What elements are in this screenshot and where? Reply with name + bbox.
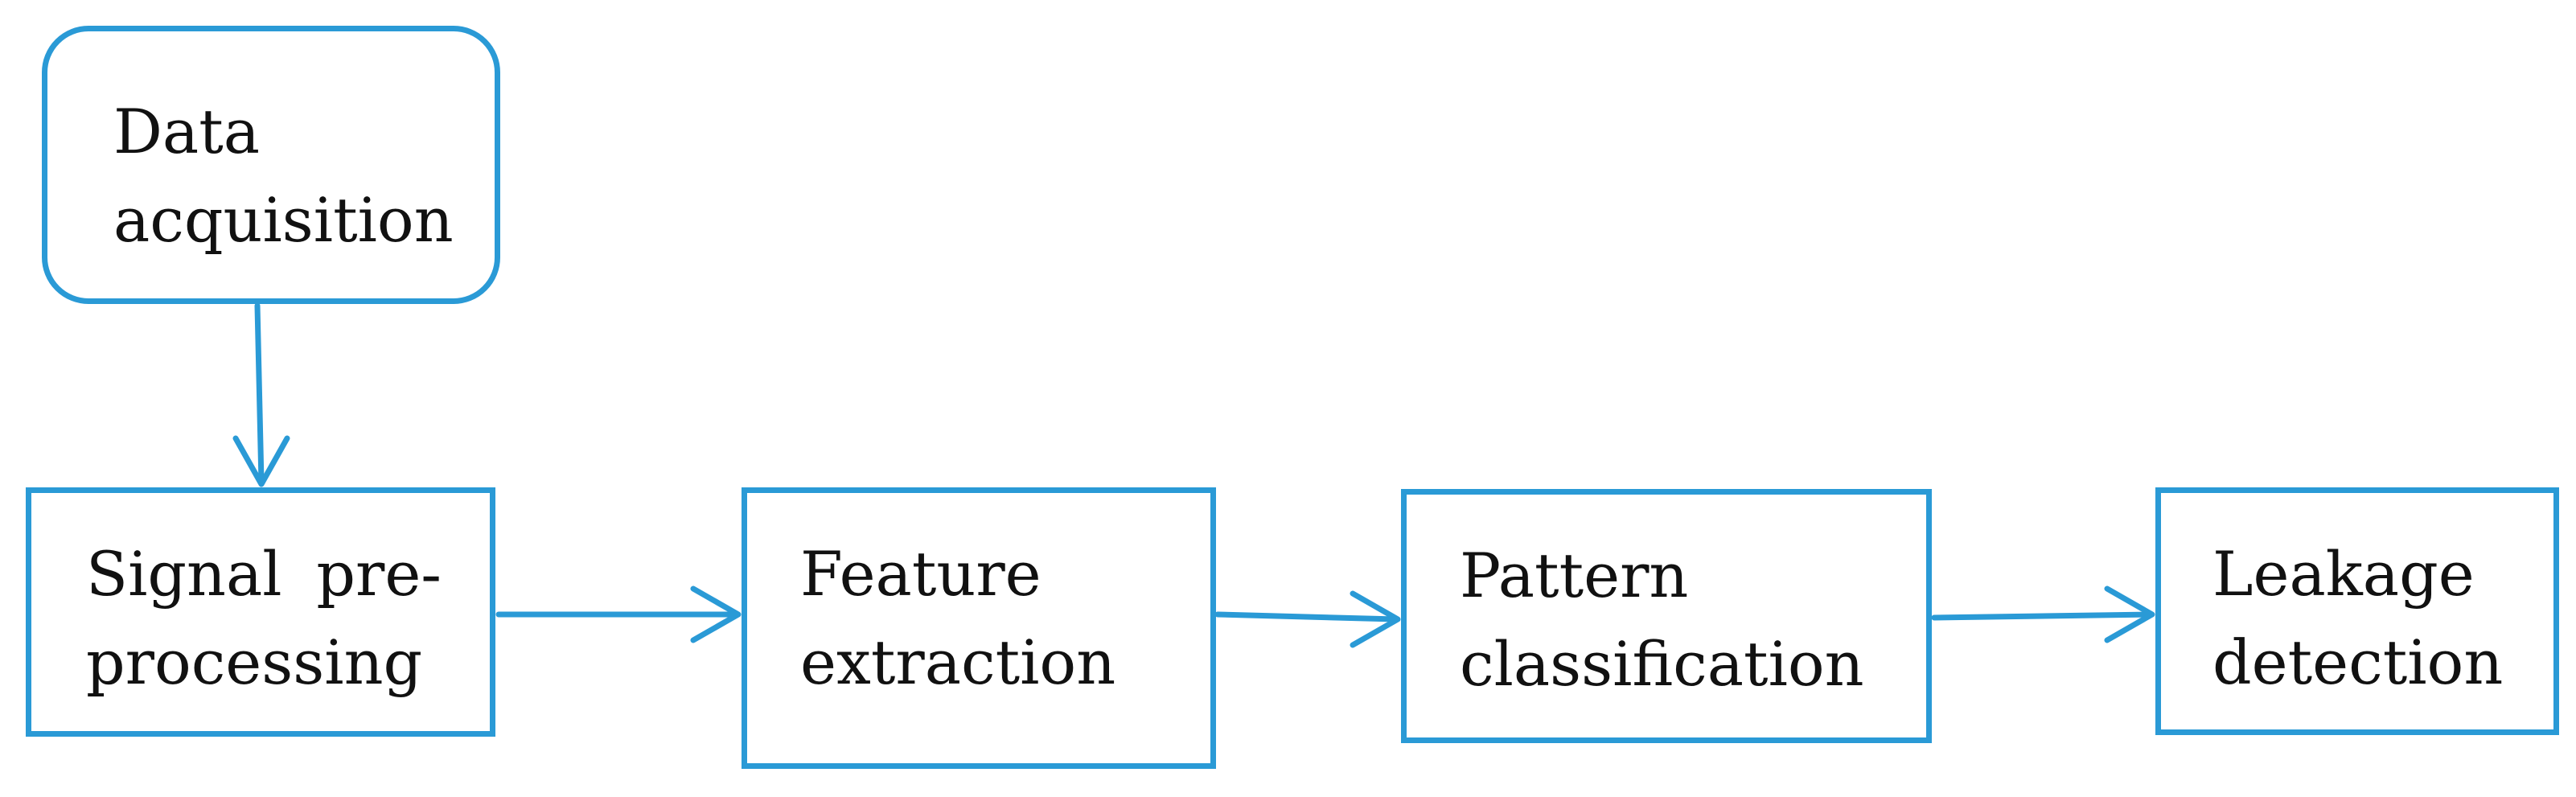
node-label-line: Leakage (2212, 538, 2475, 610)
node-label-line: detection (2212, 627, 2504, 698)
edge-signal-preprocessing-to-feature-extraction (495, 585, 742, 643)
node-label-line: processing (86, 627, 423, 698)
node-label-line: extraction (800, 627, 1116, 698)
node-data-acquisition: Data acquisition (42, 26, 500, 304)
node-feature-extraction: Feature extraction (742, 487, 1216, 769)
node-label-line: Data (113, 96, 261, 167)
node-label-line: Feature (800, 538, 1041, 610)
node-label-line: acquisition (113, 184, 454, 256)
edge-feature-extraction-to-pattern-classification (1214, 590, 1401, 648)
node-label-line: classification (1460, 628, 1864, 700)
node-pattern-classification: Pattern classification (1401, 489, 1932, 743)
node-label-line: Pattern (1460, 540, 1689, 611)
edge-pattern-classification-to-leakage-detection (1931, 585, 2155, 643)
node-signal-preprocessing: Signal pre- processing (26, 487, 495, 737)
edge-data-acquisition-to-signal-preprocessing (232, 302, 290, 487)
node-leakage-detection: Leakage detection (2155, 487, 2559, 735)
node-label-line: Signal pre- (86, 538, 442, 610)
